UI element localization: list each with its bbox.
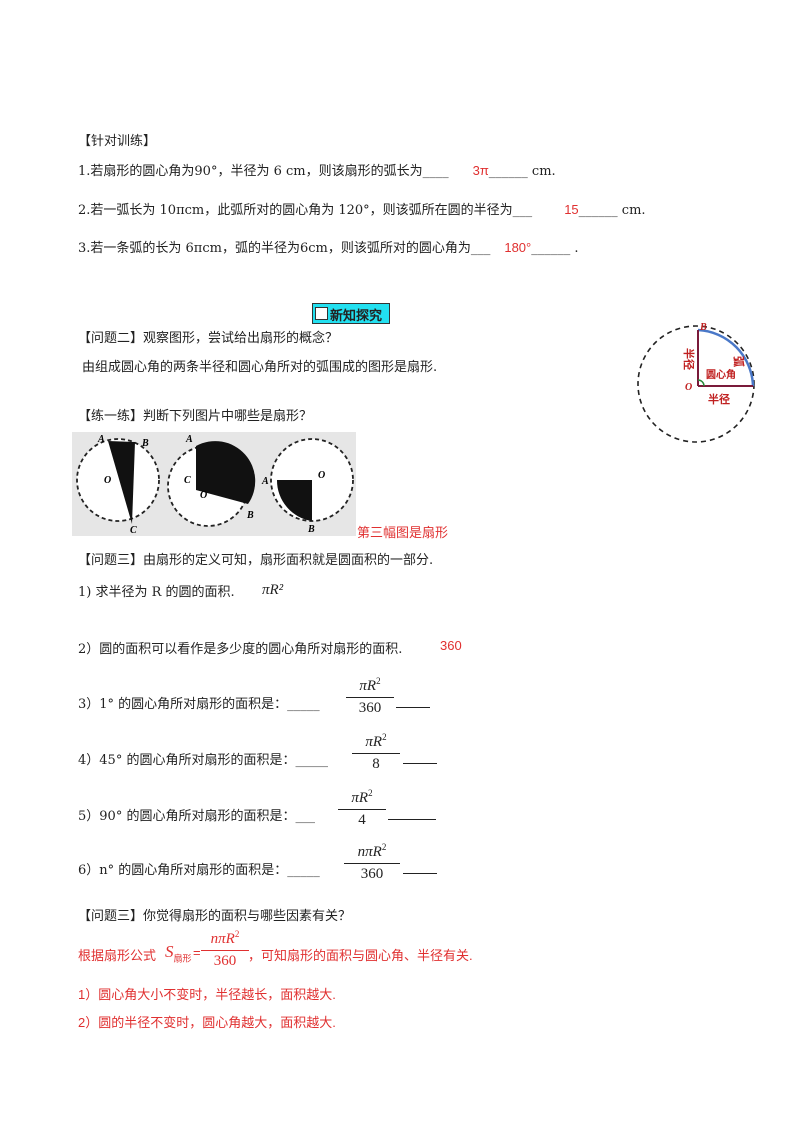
figure-one-label-o: O — [104, 475, 111, 486]
answer-text: 3π — [472, 163, 489, 178]
fraction-bar — [352, 753, 400, 754]
label-radius-side: 半径 — [682, 348, 696, 370]
exponent: 2 — [381, 842, 387, 852]
fraction-numerator: πR2 — [338, 788, 386, 809]
sector-diagram: B O 半径 半径 弧 圆心角 — [637, 322, 755, 443]
fraction-numerator: nπR2 — [344, 842, 400, 863]
label-arc: 弧 — [732, 356, 746, 367]
practice-figures: A B O C A C O B A O B — [72, 432, 356, 536]
problem-three-item-5: 5）90° 的圆心角所对扇形的面积是：___ — [78, 809, 315, 824]
practice-question: 【练一练】判断下列图片中哪些是扇形？ — [78, 409, 313, 424]
label-o: O — [685, 382, 692, 393]
figure-three-label-b: B — [307, 524, 315, 535]
formula-line: 根据扇形公式 ，可知扇形的面积与圆心角、半径有关. — [78, 945, 473, 964]
figure-three-label-a: A — [261, 476, 269, 487]
figure-two-shape — [196, 441, 256, 504]
checkbox-square-icon — [315, 307, 328, 320]
exponent: 2 — [382, 732, 387, 742]
item-5-fraction: πR2 4 — [338, 788, 386, 829]
formula-equals: = — [193, 945, 201, 960]
problem-two-answer: 由组成圆心角的两条半径和圆心角所对的弧围成的图形是扇形. — [82, 360, 438, 375]
formula-s-subscript: 扇形 — [173, 953, 192, 964]
question-tail: ______ cm. — [578, 203, 646, 218]
formula-s-letter: S — [165, 942, 174, 961]
fraction-denominator: 4 — [358, 812, 366, 828]
training-question-3: 3.若一条弧的长为 6πcm，弧的半径为6cm，则该弧所对的圆心角为___ 180… — [78, 237, 579, 256]
problem-three-item-2: 2）圆的面积可以看作是多少度的圆心角所对扇形的面积. — [78, 642, 403, 657]
item-2-answer: 360 — [440, 638, 462, 653]
item-5-blank-line — [388, 819, 436, 820]
figure-two-label-o: O — [200, 490, 207, 501]
question-text: 1.若扇形的圆心角为90°，半径为 6 cm，则该扇形的弧长为____ — [78, 164, 449, 179]
training-question-1: 1.若扇形的圆心角为90°，半径为 6 cm，则该扇形的弧长为____ 3π___… — [78, 160, 556, 179]
problem-three-item-6: 6）n° 的圆心角所对扇形的面积是：_____ — [78, 863, 320, 878]
factors-question: 【问题三】你觉得扇形的面积与哪些因素有关？ — [78, 909, 352, 924]
fraction-numerator: πR2 — [352, 732, 400, 753]
problem-three-item-3: 3）1° 的圆心角所对扇形的面积是：_____ — [78, 697, 320, 712]
figure-three-label-o: O — [318, 470, 325, 481]
problem-three-item-4: 4）45° 的圆心角所对扇形的面积是：_____ — [78, 753, 328, 768]
numerator-text: πR — [351, 790, 369, 806]
figure-one-circle — [76, 438, 160, 522]
fraction-denominator: 360 — [360, 866, 384, 882]
training-question-2: 2.若一弧长为 10πcm，此弧所对的圆心角为 120°，则该弧所在圆的半径为_… — [78, 199, 646, 218]
figure-one-shape — [108, 441, 135, 524]
figure-one-label-b: B — [141, 438, 149, 449]
figure-one-label-c: C — [130, 525, 137, 536]
dashed-circle — [637, 325, 755, 443]
figure-three-shape — [276, 480, 312, 521]
fraction-bar — [346, 697, 394, 698]
fraction-denominator: 360 — [358, 700, 382, 716]
numerator-text: nπR — [357, 844, 382, 860]
angle-mark — [697, 379, 705, 387]
section-badge: 新知探究 — [312, 303, 390, 324]
item-3-blank-line — [396, 707, 430, 708]
problem-three-item-1: 1) 求半径为 R 的圆的面积. — [78, 585, 235, 600]
conclusion-2: 2）圆的半径不变时，圆心角越大，面积越大. — [78, 1015, 336, 1030]
fraction-numerator: nπR2 — [201, 929, 249, 950]
answer-text: 180° — [504, 240, 532, 255]
arc-highlight — [697, 328, 755, 387]
item-4-fraction: πR2 8 — [352, 732, 400, 773]
figure-two-label-b: B — [246, 510, 254, 521]
formula-fraction: nπR2 360 — [201, 929, 249, 970]
conclusion-1: 1）圆心角大小不变时，半径越长，面积越大. — [78, 987, 336, 1002]
training-heading: 【针对训练】 — [78, 134, 157, 149]
question-text: 3.若一条弧的长为 6πcm，弧的半径为6cm，则该弧所对的圆心角为___ — [78, 241, 491, 256]
figure-two-label-c: C — [184, 475, 191, 486]
item-1-answer: πR² — [262, 582, 284, 598]
fraction-bar — [338, 809, 386, 810]
label-radius-bottom: 半径 — [708, 392, 730, 406]
item-4-blank-line — [403, 763, 437, 764]
item-6-fraction: nπR2 360 — [344, 842, 400, 883]
label-b: B — [699, 322, 707, 333]
formula-s: S扇形 — [165, 942, 192, 964]
practice-answer: 第三幅图是扇形 — [357, 525, 449, 540]
numerator-text: πR — [359, 678, 377, 694]
exponent: 2 — [234, 929, 240, 939]
exponent: 2 — [368, 788, 373, 798]
fraction-bar — [201, 950, 249, 951]
item-3-fraction: πR2 360 — [346, 676, 394, 717]
numerator-text: πR — [365, 734, 383, 750]
fraction-denominator: 360 — [213, 953, 237, 969]
label-angle: 圆心角 — [706, 368, 736, 381]
fraction-bar — [344, 863, 400, 864]
fraction-numerator: πR2 — [346, 676, 394, 697]
figure-one-label-a: A — [97, 434, 105, 445]
fraction-denominator: 8 — [372, 756, 380, 772]
question-tail: ______ cm. — [488, 164, 556, 179]
figure-two-label-a: A — [185, 434, 193, 445]
exponent: 2 — [376, 676, 381, 686]
problem-three-question: 【问题三】由扇形的定义可知，扇形面积就是圆面积的一部分. — [78, 553, 434, 568]
numerator-text: nπR — [210, 931, 235, 947]
problem-two-question: 【问题二】观察图形，尝试给出扇形的概念？ — [78, 331, 339, 346]
answer-text: 15 — [564, 202, 579, 217]
question-text: 2.若一弧长为 10πcm，此弧所对的圆心角为 120°，则该弧所在圆的半径为_… — [78, 203, 533, 218]
question-tail: ______ . — [531, 241, 579, 256]
formula-suffix: ，可知扇形的面积与圆心角、半径有关. — [248, 948, 473, 963]
badge-label: 新知探究 — [330, 309, 383, 324]
item-6-blank-line — [403, 873, 437, 874]
formula-prefix: 根据扇形公式 — [78, 948, 157, 963]
